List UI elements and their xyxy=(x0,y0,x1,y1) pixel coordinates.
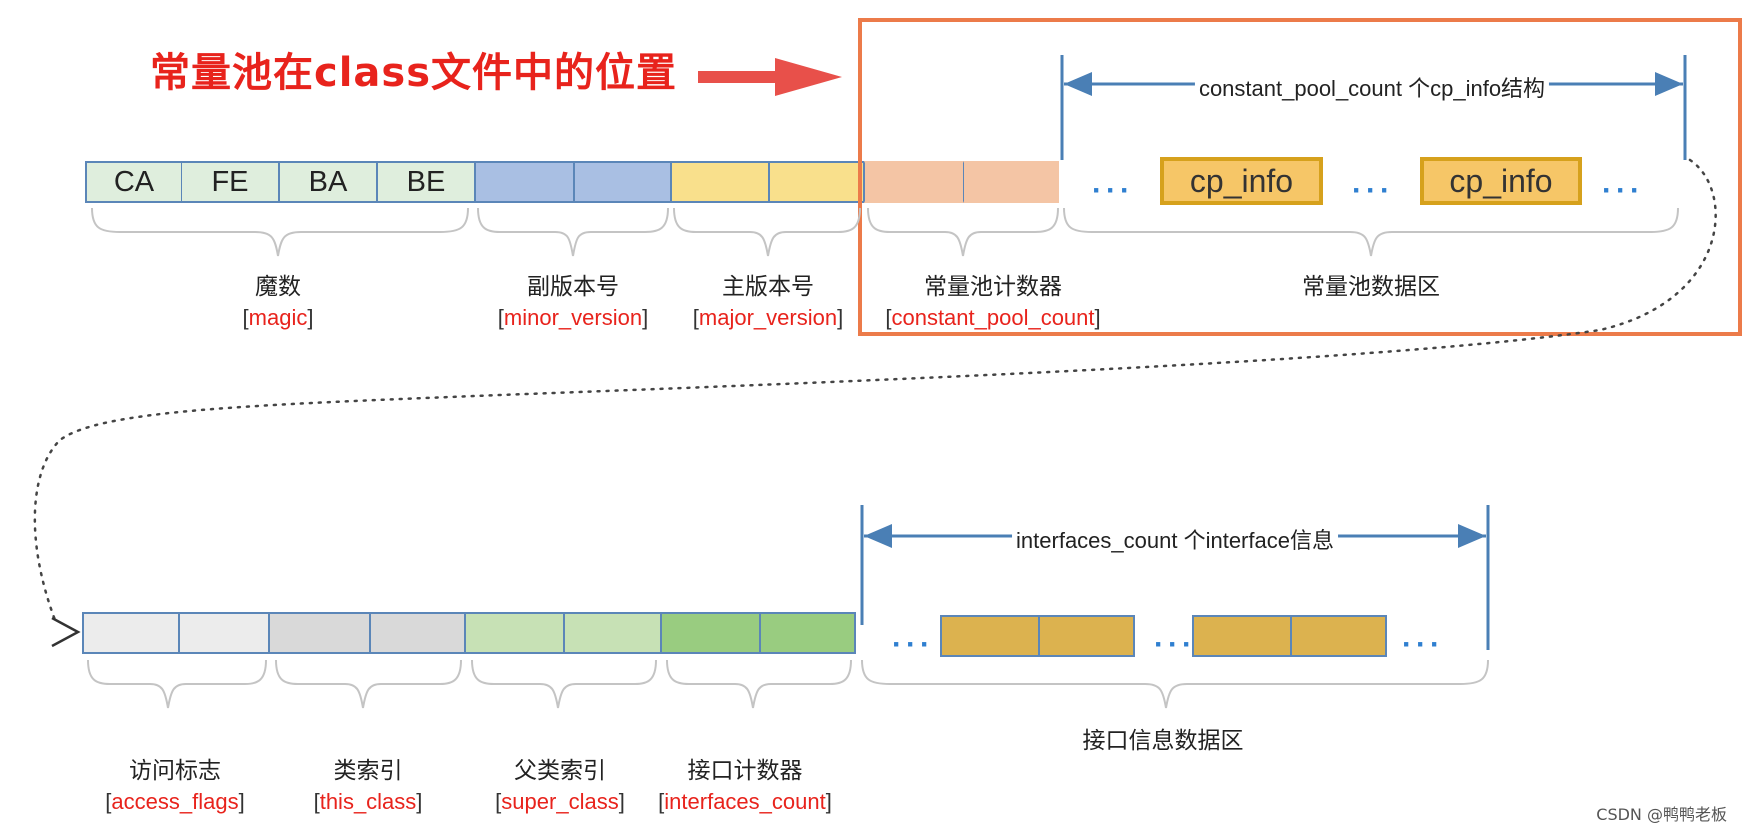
label-interface-data: 接口信息数据区 xyxy=(1082,728,1244,754)
this-class-cell xyxy=(370,612,466,654)
label-super-class: 父类索引 [super_class] xyxy=(495,758,625,815)
ellipsis: ··· xyxy=(1602,174,1644,207)
ellipsis: ··· xyxy=(1352,174,1394,207)
watermark: CSDN @鸭鸭老板 xyxy=(1596,805,1727,824)
brace-super-class xyxy=(471,659,657,709)
diagram-title: 常量池在class文件中的位置 xyxy=(150,50,678,96)
major-version-cell xyxy=(769,161,865,203)
label-major-version: 主版本号 [major_version] xyxy=(692,274,844,331)
access-flags-cell xyxy=(82,612,180,654)
brace-interface-data xyxy=(861,659,1489,709)
magic-byte-cell: CA xyxy=(85,161,183,203)
minor-version-cell xyxy=(475,161,575,203)
brace-major-version xyxy=(673,207,861,257)
label-minor-version: 副版本号 [minor_version] xyxy=(497,274,649,331)
label-this-class: 类索引 [this_class] xyxy=(313,758,423,815)
this-class-cell xyxy=(269,612,371,654)
interface-item-cell xyxy=(1291,615,1387,657)
minor-version-cell xyxy=(574,161,672,203)
brace-cp-count xyxy=(867,207,1059,257)
cp-count-cell xyxy=(864,161,964,203)
brace-minor-version xyxy=(477,207,669,257)
interfaces-count-cell xyxy=(661,612,761,654)
ellipsis: ··· xyxy=(1402,628,1444,661)
brace-interfaces-count xyxy=(666,659,852,709)
super-class-cell xyxy=(564,612,662,654)
label-interfaces-count: 接口计数器 [interfaces_count] xyxy=(658,758,832,815)
brace-magic xyxy=(91,207,469,257)
brace-this-class xyxy=(275,659,462,709)
ellipsis: ··· xyxy=(1154,628,1196,661)
magic-byte-cell: BE xyxy=(377,161,476,203)
connector-arrowhead xyxy=(51,616,81,648)
interface-item-cell xyxy=(1039,615,1135,657)
label-cp-count: 常量池计数器 [constant_pool_count] xyxy=(885,274,1101,331)
ellipsis: ··· xyxy=(1092,174,1134,207)
label-magic: 魔数 [magic] xyxy=(242,274,314,331)
cp-count-cell xyxy=(963,161,1059,203)
top-span-label: constant_pool_count 个cp_info结构 xyxy=(1194,71,1550,103)
ellipsis: ··· xyxy=(892,628,934,661)
label-access-flags: 访问标志 [access_flags] xyxy=(105,758,245,815)
magic-byte-cell: BA xyxy=(279,161,378,203)
brace-access-flags xyxy=(87,659,267,709)
red-arrow xyxy=(698,58,842,96)
cp-info-box: cp_info xyxy=(1160,157,1323,205)
brace-cp-data xyxy=(1063,207,1679,257)
highlight-box xyxy=(858,18,1742,336)
cp-info-box: cp_info xyxy=(1420,157,1582,205)
label-cp-data: 常量池数据区 xyxy=(1302,274,1440,300)
bottom-span-label: interfaces_count 个interface信息 xyxy=(1012,523,1338,555)
interfaces-count-cell xyxy=(760,612,856,654)
interface-item-cell xyxy=(1192,615,1292,657)
